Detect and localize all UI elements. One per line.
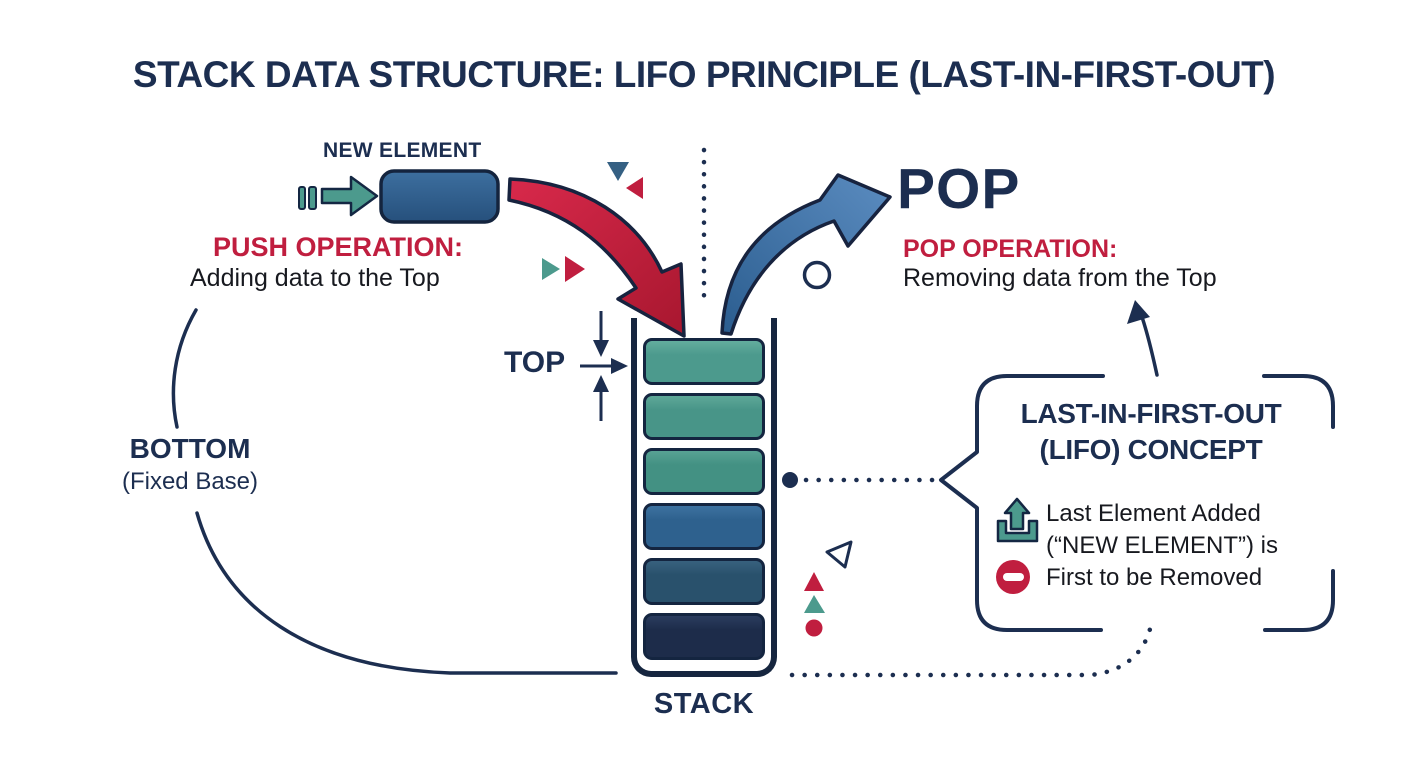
top-right-arrowhead (611, 358, 628, 374)
page-title: STACK DATA STRUCTURE: LIFO PRINCIPLE (LA… (132, 54, 1276, 95)
bottom-label: BOTTOM (129, 433, 251, 464)
top-down-arrowhead (593, 340, 609, 357)
decor-triangle-up (804, 572, 824, 591)
pop-operation-heading: POP OPERATION: (903, 235, 1118, 263)
pop-operation-description: Removing data from the Top (903, 264, 1217, 292)
lifo-box-frame-left (939, 374, 1105, 632)
decor-triangle-down (607, 162, 629, 181)
lifo-box-frame-topright (1262, 374, 1335, 429)
decor-triangle-left (626, 177, 643, 199)
remove-minus-icon (1003, 573, 1024, 581)
new-element-block (379, 169, 500, 224)
bottom-label-group: BOTTOM (Fixed Base) (100, 433, 280, 496)
top-label: TOP (504, 346, 566, 379)
lifo-heading-line1: LAST-IN-FIRST-OUT (1020, 398, 1282, 429)
lifo-to-pop-arrowhead (1127, 300, 1150, 324)
upload-tray-icon (996, 519, 1039, 543)
push-operation-heading: PUSH OPERATION: (213, 232, 464, 262)
stack-block-1 (643, 338, 765, 385)
push-bars-icon (298, 186, 306, 210)
lifo-heading-line2: (LIFO) CONCEPT (1039, 434, 1263, 465)
pop-curved-arrow (720, 173, 892, 336)
decor-circle-outline (802, 260, 832, 290)
top-up-arrowhead (593, 375, 609, 392)
push-arrow-icon (320, 175, 379, 217)
stack-container (631, 318, 777, 677)
lifo-to-pop-arrow (1140, 315, 1159, 377)
bottom-dotted-connector (789, 626, 1153, 678)
stack-block-5 (643, 558, 765, 605)
pop-word: POP (897, 157, 1021, 221)
lifo-body-line1: Last Element Added (1046, 500, 1261, 527)
bottom-curve-upper (171, 308, 198, 429)
bottom-curve-lower (195, 511, 618, 675)
decor-triangle-up (804, 595, 825, 613)
push-operation-description: Adding data to the Top (190, 264, 440, 292)
stack-block-6 (643, 613, 765, 660)
push-curved-arrow (507, 177, 686, 338)
stack-label: STACK (653, 688, 755, 720)
connector-dot (782, 472, 798, 488)
bottom-sublabel: (Fixed Base) (121, 468, 259, 495)
lifo-body-line3: First to be Removed (1046, 564, 1263, 591)
push-bars-icon (308, 186, 317, 210)
decor-triangle-right (565, 256, 585, 282)
lifo-box-frame-bottomright (1263, 569, 1335, 632)
decor-dot (805, 619, 823, 637)
stack-block-4 (643, 503, 765, 550)
stack-block-2 (643, 393, 765, 440)
new-element-label: NEW ELEMENT (323, 139, 482, 162)
decor-triangle-outline (825, 540, 853, 569)
decor-triangle-right (542, 258, 560, 280)
lifo-body-line2: (“NEW ELEMENT”) is (1046, 532, 1278, 559)
upload-tray-icon (1003, 497, 1031, 531)
stack-block-3 (643, 448, 765, 495)
